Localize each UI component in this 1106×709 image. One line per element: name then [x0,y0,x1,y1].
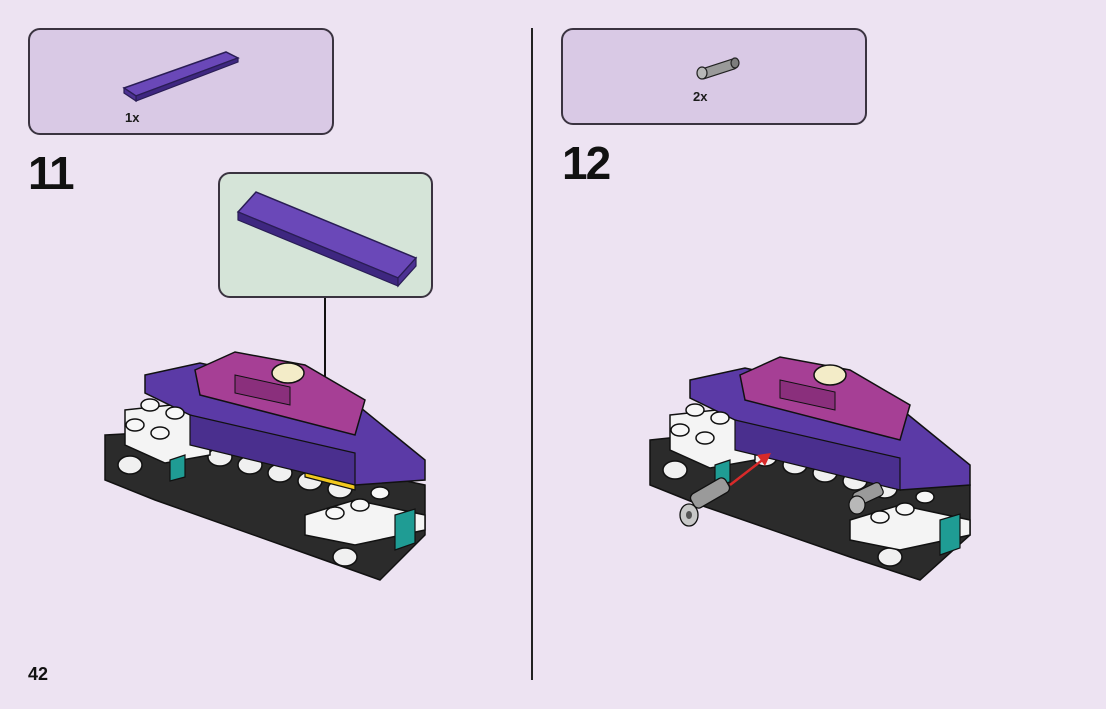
part-quantity: 1x [125,110,140,125]
parts-list-step-12: 2x [561,28,867,125]
step-number: 12 [562,137,611,189]
parts-list-step-11: 1x [28,28,334,135]
page-divider [531,28,533,680]
gray-pin-icon [679,477,731,527]
part-quantity: 2x [693,89,708,104]
model-assembly-step-12 [649,356,971,581]
gray-pin-icon [696,57,740,80]
model-assembly-step-11 [104,298,426,581]
page-number: 42 [28,664,49,684]
purple-tile-icon [122,51,240,103]
purple-tile-icon [236,191,418,288]
callout-subassembly [218,172,433,298]
gray-pin-icon [848,482,884,515]
step-number: 11 [28,147,75,199]
